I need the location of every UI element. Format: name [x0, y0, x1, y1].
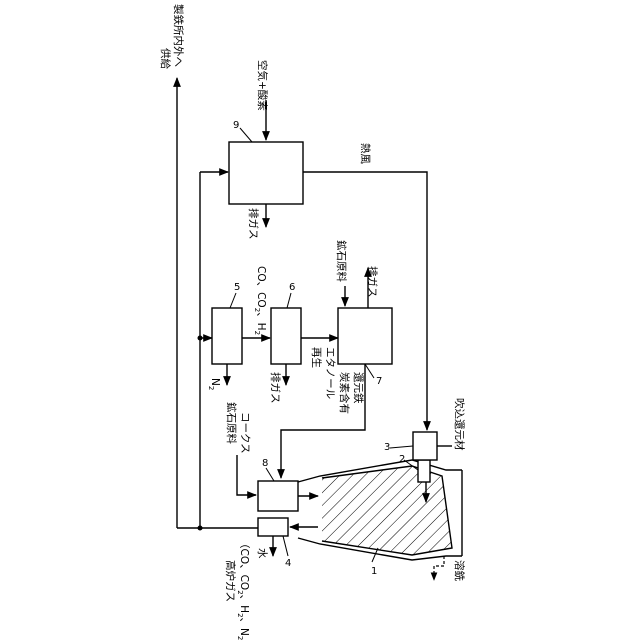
unit-8-leader: [266, 468, 274, 481]
bf-gas-label: 高炉ガス: [224, 560, 237, 602]
tuyere-number: 2: [399, 454, 405, 465]
molten-iron-arrow: [434, 556, 444, 580]
unit-9-leader: [240, 128, 252, 142]
unit-5-number: 5: [234, 282, 240, 293]
exhaust-9-label: 排ガス: [247, 208, 260, 240]
unit-6-leader: [287, 293, 291, 308]
unit-5-leader: [230, 293, 236, 308]
furnace-leader: [372, 548, 378, 562]
unit-8-number: 8: [262, 458, 268, 469]
ore-coke-label-b: コークス: [239, 412, 251, 454]
unit-7-box: [338, 308, 392, 364]
blast-furnace-body: [322, 466, 452, 555]
exhaust-7-label: 排ガス: [366, 266, 379, 298]
injection-leader: [390, 446, 413, 448]
carbon-label-a: 炭素含有: [338, 372, 351, 414]
unit-4-box: [258, 518, 288, 536]
gases-label: CO、CO2、H2: [253, 266, 267, 335]
exhaust-6-label: 排ガス: [269, 372, 282, 404]
air-oxygen-label: 空気+酸素: [256, 60, 269, 111]
molten-iron-label: 溶銑: [453, 560, 466, 581]
blow-in-label: 吹込還元材: [453, 398, 466, 451]
bf-gas-comp-label: （CO、CO2、H2、N2）: [236, 538, 250, 640]
unit-9-number: 9: [233, 120, 239, 131]
hot-air-label: 熱風: [359, 143, 372, 164]
injection-number: 3: [384, 442, 390, 453]
ore-coke-arrow: [237, 455, 256, 495]
unit-5-box: [212, 308, 242, 364]
injection-unit-3: [413, 432, 437, 460]
tuyere-2: [418, 460, 430, 482]
furnace-number: 1: [371, 566, 377, 577]
unit-4-leader: [283, 536, 288, 556]
n2-label: N2: [207, 378, 221, 390]
carbon-label-b: 還元鉄: [352, 372, 365, 404]
supply-label-2: 供給: [159, 48, 172, 69]
supply-label: 製鉄所内外へ: [172, 4, 185, 67]
unit-6-number: 6: [289, 282, 295, 293]
ore-coke-label-a: 鉱石原料: [225, 402, 238, 444]
junction-dot-1: [198, 526, 203, 531]
regen-label: 再生: [310, 347, 323, 368]
unit-7-leader: [365, 364, 374, 378]
ethanol-label: エタノール: [324, 347, 336, 399]
unit-4-number: 4: [285, 558, 291, 569]
unit-8-box: [258, 481, 298, 511]
unit-6-box: [271, 308, 301, 364]
unit-9-box: [229, 142, 303, 204]
water-label: 水: [256, 548, 268, 559]
ore-7-label: 鉱石原料: [335, 240, 348, 282]
unit-7-number: 7: [376, 376, 382, 387]
